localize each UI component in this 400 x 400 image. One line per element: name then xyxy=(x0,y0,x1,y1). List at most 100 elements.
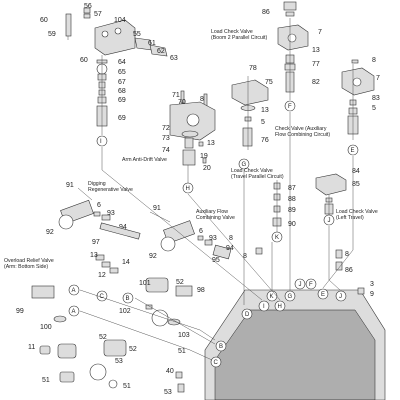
part-num: 94 xyxy=(226,245,234,252)
bottom-left-assembly: 11 52 52 51 51 53 xyxy=(28,334,137,390)
part-num: 94 xyxy=(119,224,127,231)
part-num: 74 xyxy=(162,147,170,154)
part-num: 100 xyxy=(40,324,52,331)
callout-E: E xyxy=(321,292,325,298)
part-num: 102 xyxy=(119,308,131,315)
part-num: 86 xyxy=(345,267,353,274)
overload-relief: A C B A Overload Relief Valve(Arm: Botto… xyxy=(4,252,205,355)
part-num: 68 xyxy=(118,88,126,95)
part-num: 65 xyxy=(118,69,126,76)
callout-D: D xyxy=(245,312,250,318)
part-num: 6 xyxy=(97,202,101,209)
part-num: 11 xyxy=(28,344,35,351)
part-num: 8 xyxy=(229,235,233,242)
part-num: 53 xyxy=(115,358,123,365)
arm-antidrift-valve: H 71 70 8 72 73 74 13 19 20 Arm Anti-Dri… xyxy=(122,90,216,194)
part-num: 84 xyxy=(352,168,360,175)
part-num: 90 xyxy=(288,221,296,228)
part-num: 8 xyxy=(200,96,204,103)
part-num: 53 xyxy=(164,389,172,396)
callout-C: C xyxy=(214,360,219,366)
part-num: 7 xyxy=(376,75,380,82)
part-num: 88 xyxy=(288,196,296,203)
part-num: 12 xyxy=(98,272,106,279)
part-num: 82 xyxy=(312,79,320,86)
mid-right-assembly: K 87 88 89 90 J 84 85 Load Check Valve(L… xyxy=(271,168,378,243)
part-num: 92 xyxy=(46,229,54,236)
center-valve: G 78 75 13 5 76 Load Check Valve(Travel … xyxy=(231,65,284,180)
part-num: 20 xyxy=(203,165,211,172)
callout-B: B xyxy=(219,344,223,350)
callout-A: A xyxy=(72,309,76,315)
part-num: 60 xyxy=(80,57,88,64)
part-num: 8 xyxy=(243,253,247,260)
part-num: 70 xyxy=(178,99,186,106)
callout-I: I xyxy=(263,304,265,310)
part-num: 14 xyxy=(122,259,130,266)
callout-F: F xyxy=(309,282,313,288)
part-num: 85 xyxy=(352,181,360,188)
part-num: 75 xyxy=(265,79,273,86)
part-num: 71 xyxy=(172,92,180,99)
part-num: 59 xyxy=(48,31,56,38)
callout-J: J xyxy=(299,282,302,288)
part-num: 63 xyxy=(170,55,178,62)
part-num: 69 xyxy=(118,115,126,122)
part-num: 9 xyxy=(370,291,374,298)
part-num: 104 xyxy=(114,17,126,24)
part-num: 60 xyxy=(40,17,48,24)
part-num: 7 xyxy=(318,29,322,36)
part-num: 8 xyxy=(372,57,376,64)
part-num: 73 xyxy=(162,135,170,142)
part-num: 92 xyxy=(149,253,157,260)
part-num: 76 xyxy=(261,137,269,144)
part-num: 95 xyxy=(212,257,220,264)
part-num: 86 xyxy=(262,9,270,16)
caption-travel: Load Check Valve(Travel Parallel Circuit… xyxy=(231,168,284,180)
callout-A: A xyxy=(72,288,76,294)
part-num: 5 xyxy=(372,105,376,112)
callout-I: I xyxy=(100,139,102,145)
part-num: 51 xyxy=(123,383,131,390)
callout-H: H xyxy=(186,186,190,192)
main-valve-body: D B C K G J F I H E J 8 8 86 3 9 40 53 xyxy=(164,247,386,400)
part-num: 40 xyxy=(166,368,174,375)
part-num: 91 xyxy=(153,205,161,212)
callout-E: E xyxy=(351,148,355,154)
callout-J: J xyxy=(339,294,342,300)
part-num: 87 xyxy=(288,185,296,192)
part-num: 13 xyxy=(90,252,98,259)
callout-J: J xyxy=(328,218,331,224)
part-num: 13 xyxy=(207,140,215,147)
part-num: 55 xyxy=(133,31,141,38)
part-num: 61 xyxy=(148,40,156,47)
callout-G: G xyxy=(242,162,247,168)
part-num: 98 xyxy=(197,287,205,294)
part-num: 99 xyxy=(16,308,24,315)
part-num: 52 xyxy=(129,346,137,353)
part-num: 93 xyxy=(107,210,115,217)
part-num: 56 xyxy=(84,3,92,10)
top-left-assembly: I 56 57 104 60 59 55 61 62 63 64 65 67 6… xyxy=(40,3,178,147)
part-num: 6 xyxy=(199,228,203,235)
caption-overload: Overload Relief Valve(Arm: Bottom Side) xyxy=(4,258,54,270)
caption-boom2: Load Check Valve(Boom 2 Parallel Circuit… xyxy=(211,29,267,41)
part-num: 97 xyxy=(92,239,100,246)
part-num: 67 xyxy=(118,79,126,86)
part-num: 13 xyxy=(261,107,269,114)
part-num: 52 xyxy=(99,334,107,341)
callout-C: C xyxy=(100,294,105,300)
caption-arm-antidrift: Arm Anti-Drift Valve xyxy=(122,157,167,163)
part-num: 62 xyxy=(157,48,165,55)
top-center-valve: F 86 7 13 77 82 Load Check Valve(Boom 2 … xyxy=(211,1,322,112)
callout-K: K xyxy=(275,235,279,241)
callout-K: K xyxy=(270,294,274,300)
part-num: 91 xyxy=(66,182,74,189)
part-num: 101 xyxy=(139,280,151,287)
part-num: 5 xyxy=(261,119,265,126)
